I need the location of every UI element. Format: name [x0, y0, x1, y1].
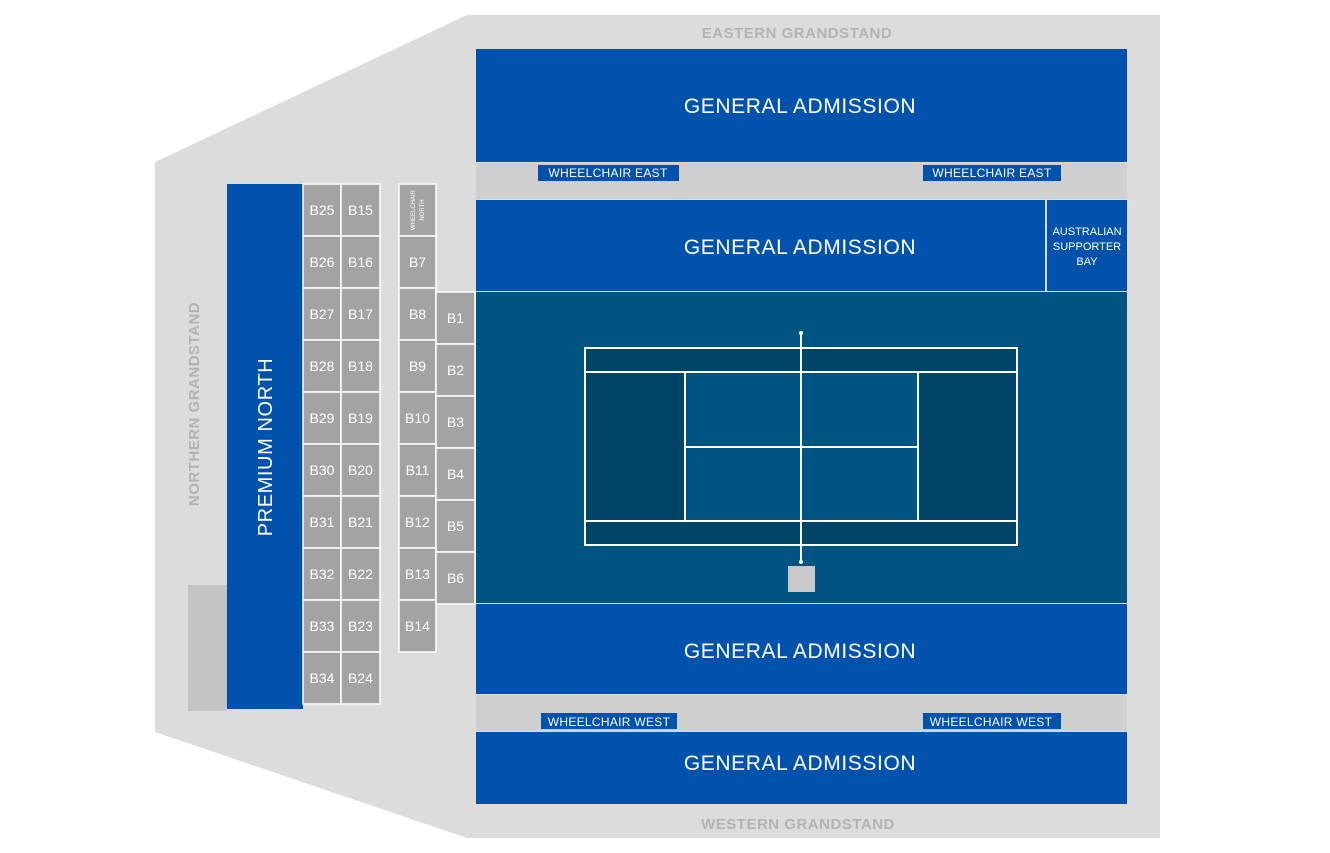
wheelchair-west-1[interactable] [541, 713, 677, 729]
box-b29-label: B29 [310, 410, 335, 426]
box-b30-label: B30 [310, 462, 335, 478]
box-b19[interactable] [340, 391, 381, 445]
box-b8-label: B8 [409, 306, 426, 322]
box-b1-label: B1 [447, 310, 464, 326]
wheelchair-west-1-label: WHEELCHAIR WEST [548, 715, 671, 729]
box-b26[interactable] [302, 235, 342, 289]
box-b26-label: B26 [310, 254, 335, 270]
supporter-bay-line2: SUPPORTER [1053, 241, 1121, 253]
box-b21-label: B21 [348, 514, 373, 530]
box-b4-label: B4 [447, 466, 464, 482]
net-post-top [799, 331, 803, 335]
box-seat-area: B25B26B27B28B29B30B31B32B33B34B15B16B17B… [302, 183, 476, 705]
box-b22-label: B22 [348, 566, 373, 582]
box-b3-label: B3 [447, 414, 464, 430]
box-b3[interactable] [435, 395, 476, 449]
box-b2-label: B2 [447, 362, 464, 378]
premium-north[interactable] [227, 184, 303, 709]
box-b28[interactable] [302, 339, 342, 393]
box-b32-label: B32 [310, 566, 335, 582]
western-grandstand-label: WESTERN GRANDSTAND [701, 816, 895, 833]
box-b18-label: B18 [348, 358, 373, 374]
box-b15-label: B15 [348, 202, 373, 218]
box-b7-label: B7 [409, 254, 426, 270]
box-b8[interactable] [398, 287, 437, 341]
supporter-bay-line3: BAY [1076, 256, 1098, 268]
eastern-grandstand-label: EASTERN GRANDSTAND [702, 25, 892, 42]
wheelchair-west-2-label: WHEELCHAIR WEST [930, 715, 1053, 729]
ga-west-bottom-label: GENERAL ADMISSION [684, 752, 916, 775]
ga-east-bottom[interactable] [476, 200, 1045, 291]
box-b33[interactable] [302, 599, 342, 653]
box-b28-label: B28 [310, 358, 335, 374]
box-b13-label: B13 [405, 566, 430, 582]
wheelchair-east-1[interactable] [538, 165, 679, 181]
box-b24-label: B24 [348, 670, 373, 686]
box-b10[interactable] [398, 391, 437, 445]
box-b11[interactable] [398, 443, 437, 497]
box-b2[interactable] [435, 343, 476, 397]
net-post-bottom [799, 560, 803, 564]
box-b23-label: B23 [348, 618, 373, 634]
box-b12-label: B12 [405, 514, 430, 530]
box-b30[interactable] [302, 443, 342, 497]
box-b31-label: B31 [310, 514, 335, 530]
ga-west-bottom[interactable] [476, 732, 1127, 804]
box-b16-label: B16 [348, 254, 373, 270]
box-b24[interactable] [340, 651, 381, 705]
box-b14-label: B14 [405, 618, 430, 634]
northern-grandstand-label: NORTHERN GRANDSTAND [186, 302, 203, 506]
box-b25-label: B25 [310, 202, 335, 218]
box-b34-label: B34 [310, 670, 335, 686]
umpire-chair [788, 566, 815, 592]
box-b14[interactable] [398, 599, 437, 653]
box-b13[interactable] [398, 547, 437, 601]
ga-west-top[interactable] [476, 604, 1127, 694]
box-b17-label: B17 [348, 306, 373, 322]
box-b20-label: B20 [348, 462, 373, 478]
box-b9-label: B9 [409, 358, 426, 374]
ga-east-bottom-label: GENERAL ADMISSION [684, 236, 916, 259]
box-b5-label: B5 [447, 518, 464, 534]
box-b11-label: B11 [406, 462, 430, 478]
box-b27[interactable] [302, 287, 342, 341]
supporter-bay[interactable] [1047, 200, 1127, 291]
box-b6[interactable] [435, 551, 476, 605]
box-b19-label: B19 [348, 410, 373, 426]
box-b27-label: B27 [310, 306, 335, 322]
wheelchair-north-line1: WHEELCHAIR [411, 189, 417, 230]
supporter-bay-line1: AUSTRALIAN [1052, 226, 1121, 238]
box-b18[interactable] [340, 339, 381, 393]
premium-north-label: PREMIUM NORTH [255, 358, 277, 537]
wheelchair-east-2[interactable] [923, 165, 1061, 181]
box-b16[interactable] [340, 235, 381, 289]
north-lower-block [188, 585, 227, 711]
ga-west-top-label: GENERAL ADMISSION [684, 640, 916, 663]
ga-east-top[interactable] [476, 49, 1127, 162]
box-b29[interactable] [302, 391, 342, 445]
wheelchair-west-2[interactable] [923, 713, 1061, 729]
wheelchair-north[interactable] [398, 183, 437, 237]
wheelchair-north-line2: NORTH [420, 199, 426, 220]
box-b33-label: B33 [310, 618, 335, 634]
box-b6-label: B6 [447, 570, 464, 586]
box-b4[interactable] [435, 447, 476, 501]
box-b20[interactable] [340, 443, 381, 497]
box-b10-label: B10 [405, 410, 430, 426]
ga-east-top-label: GENERAL ADMISSION [684, 95, 916, 118]
box-b23[interactable] [340, 599, 381, 653]
wheelchair-east-1-label: WHEELCHAIR EAST [548, 166, 668, 180]
wheelchair-east-2-label: WHEELCHAIR EAST [932, 166, 1052, 180]
box-b15[interactable] [340, 183, 381, 237]
